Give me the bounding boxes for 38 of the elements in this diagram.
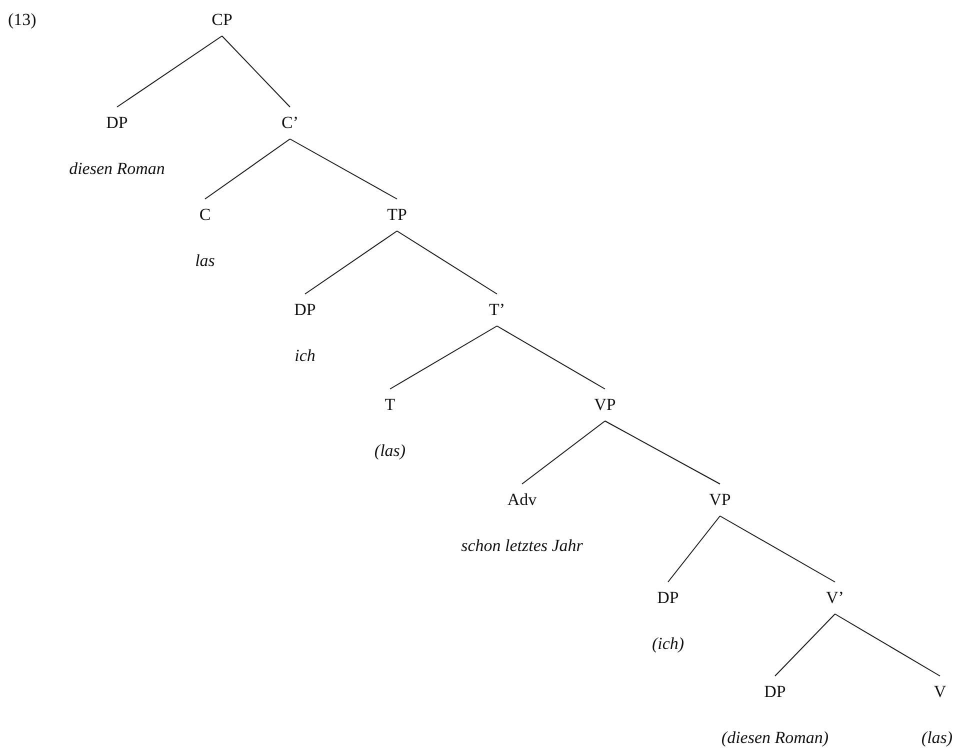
category-label: C <box>197 205 213 225</box>
word-label: las <box>195 251 215 271</box>
word-label: (diesen Roman) <box>721 728 829 748</box>
tree-branch <box>720 516 836 582</box>
tree-branch <box>204 138 290 200</box>
tree-branch <box>522 420 606 484</box>
word-label: schon letztes Jahr <box>461 536 583 556</box>
tree-branch <box>116 36 222 108</box>
word-label: (las) <box>374 441 406 461</box>
tree-branch <box>290 138 398 200</box>
category-label: V <box>932 682 948 702</box>
category-label: Adv <box>505 490 539 510</box>
category-label: V’ <box>824 588 846 608</box>
tree-branch <box>774 614 836 676</box>
tree-branch <box>396 230 498 294</box>
example-number: (13) <box>8 10 36 30</box>
tree-branch <box>834 614 940 676</box>
tree-branch <box>390 326 498 390</box>
tree-branch <box>222 36 290 108</box>
word-label: (ich) <box>652 634 684 654</box>
tree-branch <box>604 420 720 484</box>
category-label: CP <box>210 10 234 30</box>
category-label: T’ <box>486 300 508 320</box>
category-label: DP <box>762 682 788 702</box>
category-label: C’ <box>280 113 300 133</box>
category-label: DP <box>104 113 130 133</box>
tree-branch <box>304 230 398 294</box>
tree-branch <box>496 326 606 390</box>
word-label: diesen Roman <box>69 159 165 179</box>
category-label: VP <box>592 395 618 415</box>
category-label: DP <box>655 588 681 608</box>
category-label: T <box>382 395 398 415</box>
tree-branch <box>668 516 720 582</box>
category-label: TP <box>385 205 409 225</box>
word-label: (las) <box>921 728 953 748</box>
category-label: DP <box>292 300 318 320</box>
category-label: VP <box>707 490 733 510</box>
word-label: ich <box>294 346 316 366</box>
